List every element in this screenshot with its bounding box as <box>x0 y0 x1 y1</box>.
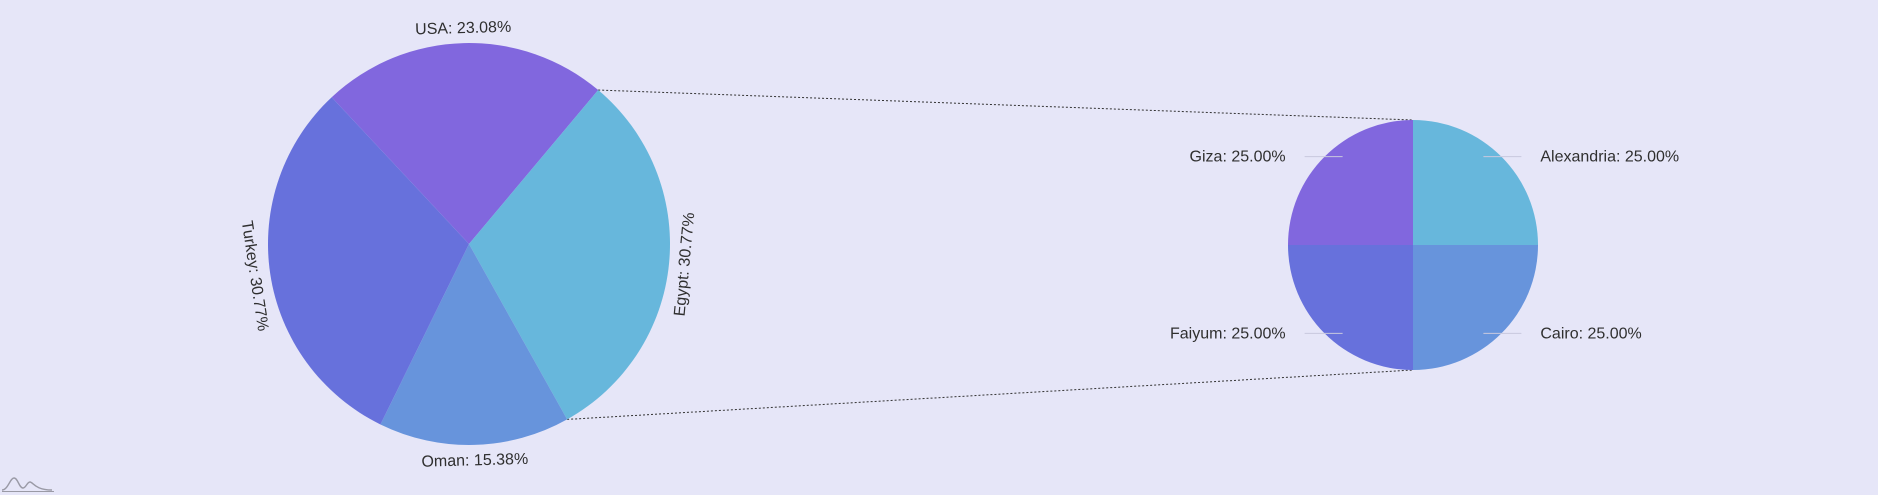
slice-oman[interactable] <box>380 244 568 445</box>
sub-slice-alexandria[interactable] <box>1413 120 1538 245</box>
sub-slice-label-faiyum: Faiyum: 25.00% <box>1170 325 1286 342</box>
sub-slice-cairo[interactable] <box>1413 245 1538 370</box>
connector-line-bottom <box>567 369 1414 420</box>
connector-line-top <box>598 89 1414 121</box>
amcharts-logo-icon[interactable] <box>0 470 58 495</box>
slice-label-usa: USA: 23.08% <box>415 19 511 39</box>
sub-slice-label-alexandria: Alexandria: 25.00% <box>1540 149 1679 166</box>
slice-usa[interactable] <box>331 43 599 245</box>
sub-slice-faiyum[interactable] <box>1288 245 1413 370</box>
sub-slice-label-giza: Giza: 25.00% <box>1190 149 1286 166</box>
sub-slice-label-cairo: Cairo: 25.00% <box>1540 325 1641 342</box>
slice-label-egypt: Egypt: 30.77% <box>672 212 699 317</box>
slice-label-oman: Oman: 15.38% <box>421 451 528 471</box>
slice-label-turkey: Turkey: 30.77% <box>238 220 271 333</box>
slice-egypt[interactable] <box>469 90 670 420</box>
sub-pie: Alexandria: 25.00% Cairo: 25.00% Faiyum: 2… <box>1170 120 1679 370</box>
slice-turkey[interactable] <box>268 97 469 425</box>
sub-slice-giza[interactable] <box>1288 120 1413 245</box>
connector-lines <box>567 89 1414 420</box>
main-pie: USA: 23.08% Egypt: 30.77% Oman: 15.38% Turk… <box>238 19 698 471</box>
